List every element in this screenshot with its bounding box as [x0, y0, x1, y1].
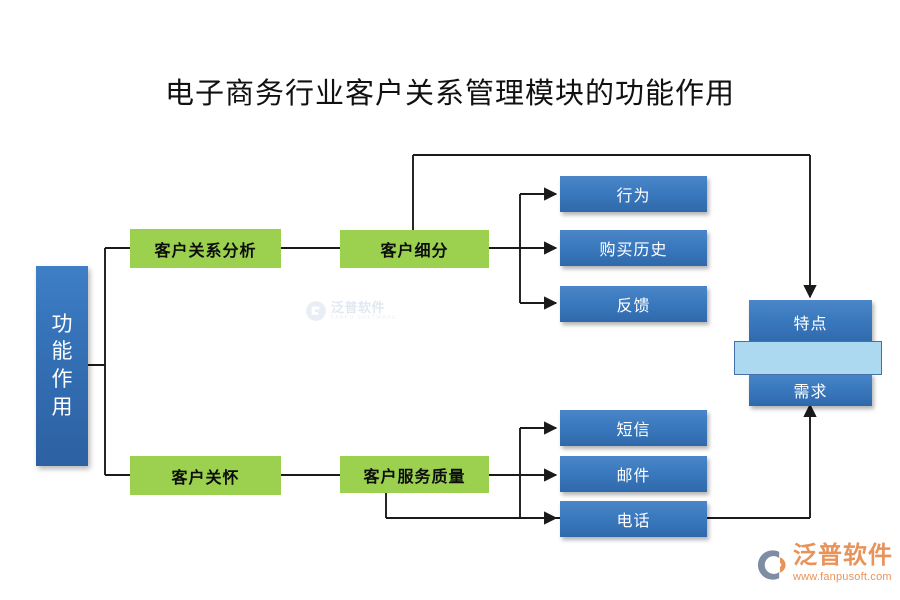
node-customer-segmentation[interactable]: 客户细分	[340, 230, 489, 268]
node-demand[interactable]: 需求	[749, 373, 872, 406]
node-email[interactable]: 邮件	[560, 456, 707, 492]
root-node-char-1: 能	[51, 339, 73, 364]
node-traits[interactable]: 特点	[749, 300, 872, 343]
node-behavior[interactable]: 行为	[560, 176, 707, 212]
node-customer-care[interactable]: 客户关怀	[130, 456, 281, 495]
node-purchase-history[interactable]: 购买历史	[560, 230, 707, 266]
node-sms[interactable]: 短信	[560, 410, 707, 446]
root-node-char-2: 作	[51, 367, 73, 391]
selection-highlight-band[interactable]	[734, 341, 882, 375]
node-phone[interactable]: 电话	[560, 501, 707, 537]
page-title: 电子商务行业客户关系管理模块的功能作用	[164, 78, 735, 110]
node-feedback[interactable]: 反馈	[560, 286, 707, 322]
fanpu-logo-icon	[757, 550, 786, 580]
root-node-functions[interactable]: 功 能 作 用	[36, 266, 88, 466]
logo-url-text: www.fanpusoft.com	[793, 571, 892, 584]
root-node-char-0: 功	[51, 311, 73, 336]
brand-logo: 泛普软件 www.fanpusoft.com	[756, 536, 896, 594]
root-node-char-3: 用	[51, 394, 73, 419]
node-customer-service-quality[interactable]: 客户服务质量	[340, 456, 489, 493]
logo-cn-text: 泛普软件	[793, 543, 893, 570]
node-customer-relationship-analysis[interactable]: 客户关系分析	[130, 229, 281, 268]
